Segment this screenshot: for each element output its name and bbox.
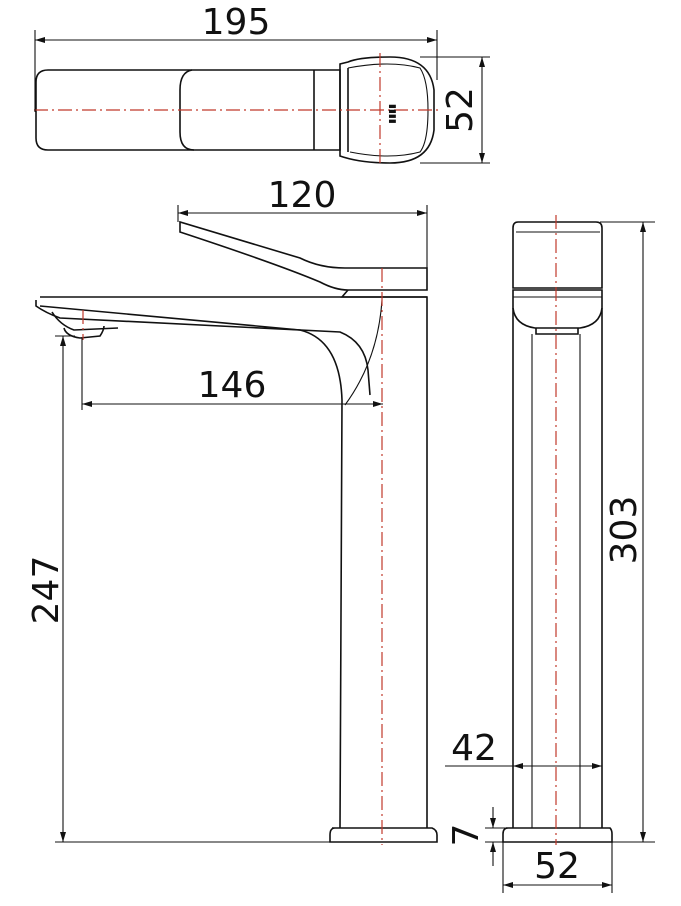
logo-mark: ▮▮▮▮ xyxy=(387,104,397,124)
dim-label-195: 195 xyxy=(202,2,271,43)
side-view xyxy=(35,220,438,845)
dim-base-thickness: 7 xyxy=(446,807,506,866)
dim-label-42: 42 xyxy=(451,728,497,769)
dim-total-height: 303 xyxy=(600,221,655,843)
dim-lever-length: 120 xyxy=(177,175,428,268)
dim-label-303: 303 xyxy=(604,496,645,565)
dim-label-146: 146 xyxy=(198,365,267,406)
dim-top-width: 52 xyxy=(420,56,490,164)
dim-body-diameter: 42 xyxy=(445,728,602,769)
dim-label-52-base: 52 xyxy=(534,846,580,887)
dim-label-52-top: 52 xyxy=(440,87,481,133)
dim-label-247: 247 xyxy=(26,556,67,625)
dim-spout-reach: 146 xyxy=(81,338,383,410)
front-view xyxy=(502,215,613,845)
top-view: ▮▮▮▮ xyxy=(34,53,442,166)
dim-top-length: 195 xyxy=(34,2,438,112)
dim-label-7: 7 xyxy=(446,824,487,847)
dim-spout-height: 247 xyxy=(26,335,330,843)
dim-base-diameter: 52 xyxy=(502,842,613,893)
dim-label-120: 120 xyxy=(268,175,337,216)
